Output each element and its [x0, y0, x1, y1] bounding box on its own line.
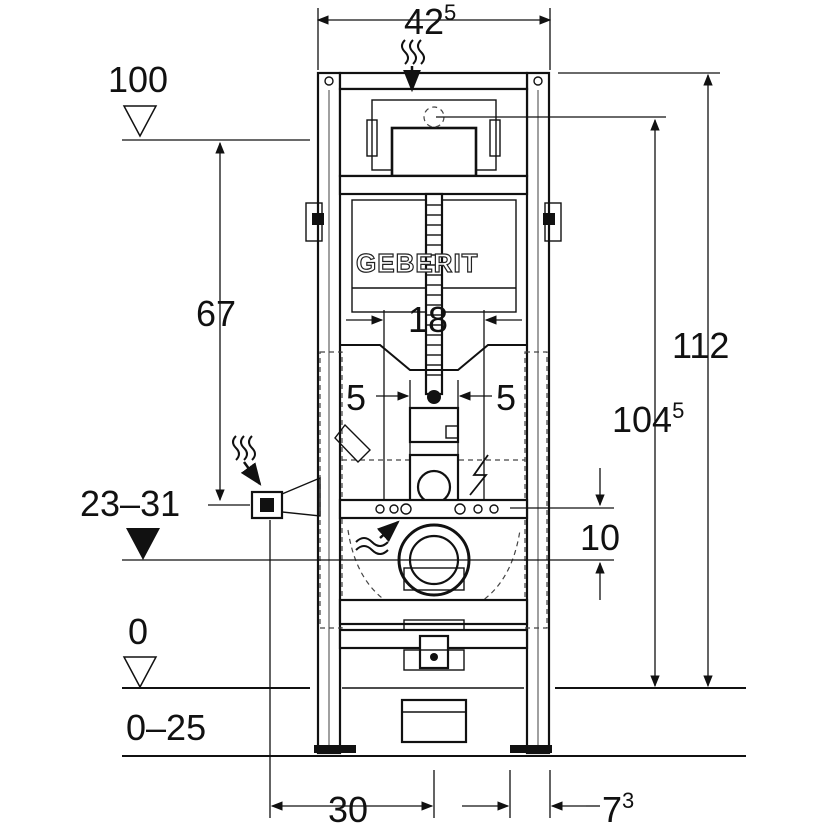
- dim-pipe-range: 23–31: [80, 483, 180, 524]
- dim-height-inner: 1045: [612, 398, 684, 440]
- geberit-logo: GEBERIT: [356, 248, 479, 278]
- floor-lines: [122, 687, 746, 757]
- dim-offset-left-5: 5: [346, 377, 366, 418]
- dim-height-67: 67: [196, 293, 236, 334]
- flush-pipe-ribs: [426, 204, 442, 376]
- water-supply-icon: [232, 435, 262, 486]
- dim-gap-10: 10: [580, 517, 620, 558]
- electric-icon: [469, 454, 489, 496]
- waste-water-icon: [355, 520, 400, 555]
- dim-offset-right-5: 5: [496, 377, 516, 418]
- dimension-lines: [122, 8, 720, 818]
- dim-height-100: 100: [108, 59, 168, 100]
- dim-spacing-18: 18: [408, 299, 448, 340]
- dim-floor-0: 0: [128, 611, 148, 652]
- dim-bottom-30: 30: [328, 789, 368, 828]
- dim-height-total: 112: [672, 325, 729, 366]
- dim-floor-range: 0–25: [126, 707, 206, 748]
- installation-frame: GEBERIT: [250, 71, 562, 755]
- level-triangle-icon: [126, 528, 160, 560]
- level-triangle-icon: [122, 105, 158, 138]
- dim-frame-width: 425: [404, 0, 456, 42]
- water-supply-icon: [401, 39, 425, 93]
- dim-bottom-7: 73: [602, 788, 634, 828]
- level-triangle-icon: [122, 656, 158, 689]
